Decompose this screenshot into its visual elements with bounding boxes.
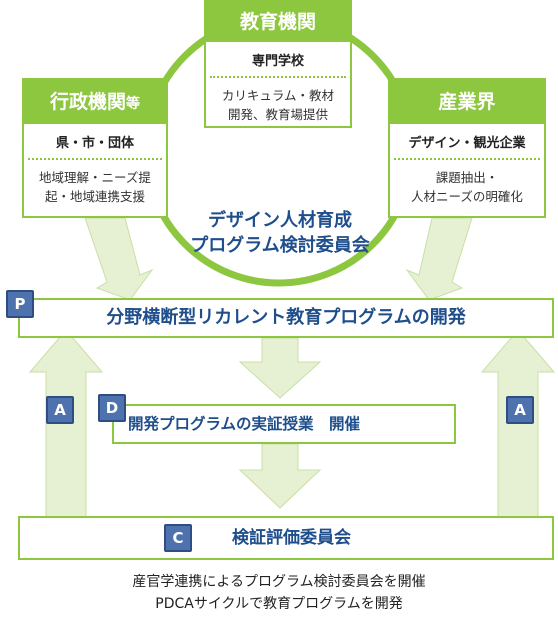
education-desc-line1: カリキュラム・教材: [221, 88, 335, 103]
education-desc-line2: 開発、教育場提供: [227, 107, 328, 122]
government-title-main: 行政機関: [49, 91, 126, 113]
do-text: 開発プログラムの実証授業 開催: [128, 415, 361, 433]
committee-title-line1: デザイン人材育成: [208, 210, 352, 231]
check-badge: C: [164, 524, 192, 552]
plan-badge: P: [6, 290, 34, 318]
do-badge: D: [98, 394, 126, 422]
footer-line2: PDCAサイクルで教育プログラムを開発: [155, 596, 403, 612]
industry-title: 産業界: [390, 80, 544, 124]
arrow-act-left: [28, 329, 104, 521]
footer-line1: 産官学連携によるプログラム検討委員会を開催: [132, 574, 426, 590]
education-description: カリキュラム・教材 開発、教育場提供: [206, 78, 350, 124]
check-bar: 検証評価委員会: [18, 516, 554, 560]
arrow-gov-to-plan: [84, 217, 154, 301]
industry-box: 産業界 デザイン・観光企業 課題抽出・ 人材ニーズの明確化: [388, 78, 546, 218]
government-title-suffix: 等: [126, 96, 140, 112]
check-text: 検証評価委員会: [232, 528, 351, 548]
industry-description: 課題抽出・ 人材ニーズの明確化: [390, 160, 544, 206]
industry-subtitle: デザイン・観光企業: [394, 124, 540, 160]
government-subtitle: 県・市・団体: [28, 124, 162, 160]
arrow-plan-to-do: [238, 337, 322, 399]
education-subtitle: 専門学校: [210, 42, 346, 78]
education-box: 教育機関 専門学校 カリキュラム・教材 開発、教育場提供: [204, 0, 352, 128]
education-title: 教育機関: [206, 2, 350, 42]
act-badge-right: A: [506, 396, 534, 424]
arrow-industry-to-plan: [405, 217, 473, 301]
committee-title: デザイン人材育成 プログラム検討委員会: [170, 208, 390, 258]
government-box: 行政機関等 県・市・団体 地域理解・ニーズ提 起・地域連携支援: [22, 78, 168, 218]
arrow-do-to-check: [238, 443, 322, 509]
plan-bar: 分野横断型リカレント教育プログラムの開発: [18, 298, 554, 338]
do-bar: 開発プログラムの実証授業 開催: [112, 404, 456, 444]
arrow-act-right: [480, 329, 556, 521]
plan-text: 分野横断型リカレント教育プログラムの開発: [106, 307, 466, 328]
government-desc-line1: 地域理解・ニーズ提: [39, 170, 151, 185]
government-desc-line2: 起・地域連携支援: [44, 189, 145, 204]
government-title: 行政機関等: [24, 80, 166, 124]
industry-desc-line2: 人材ニーズの明確化: [411, 189, 523, 204]
industry-desc-line1: 課題抽出・: [435, 170, 499, 185]
government-description: 地域理解・ニーズ提 起・地域連携支援: [24, 160, 166, 206]
committee-title-line2: プログラム検討委員会: [190, 235, 370, 256]
act-badge-left: A: [46, 396, 74, 424]
